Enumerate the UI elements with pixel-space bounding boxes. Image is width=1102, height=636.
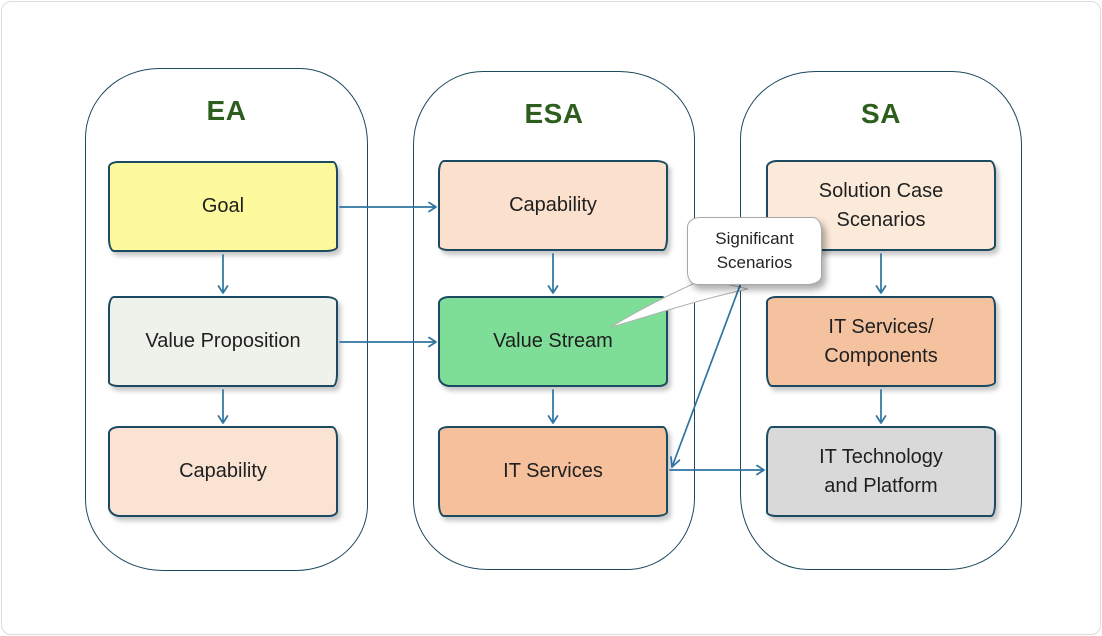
node-ea-capability-label: Capability [179, 460, 267, 482]
node-solution-case-scenarios-label: Solution Case Scenarios [818, 179, 944, 231]
node-it-services-label: IT Services [503, 460, 603, 482]
node-goal-label: Goal [201, 195, 245, 217]
node-it-services-components: IT Services/ Components [766, 296, 996, 387]
node-it-services-components-label: IT Services/ Components [824, 315, 938, 367]
node-it-technology-platform: IT Technology and Platform [766, 426, 996, 517]
node-esa-capability-label: Capability [509, 194, 597, 216]
node-value-stream-label: Value Stream [493, 330, 613, 352]
node-goal: Goal [108, 161, 338, 252]
callout-significant-scenarios: Significant Scenarios [687, 217, 822, 285]
node-ea-capability: Capability [108, 426, 338, 517]
node-it-technology-platform-label: IT Technology and Platform [819, 445, 943, 497]
node-it-services: IT Services [438, 426, 668, 517]
column-title-esa: ESA [524, 98, 584, 129]
node-value-stream: Value Stream [438, 296, 668, 387]
node-esa-capability: Capability [438, 160, 668, 251]
node-value-proposition: Value Proposition [108, 296, 338, 387]
node-value-proposition-label: Value Proposition [145, 330, 301, 352]
callout-text: Significant Scenarios [715, 229, 794, 272]
column-title-sa: SA [861, 98, 901, 129]
column-title-ea: EA [206, 95, 247, 126]
